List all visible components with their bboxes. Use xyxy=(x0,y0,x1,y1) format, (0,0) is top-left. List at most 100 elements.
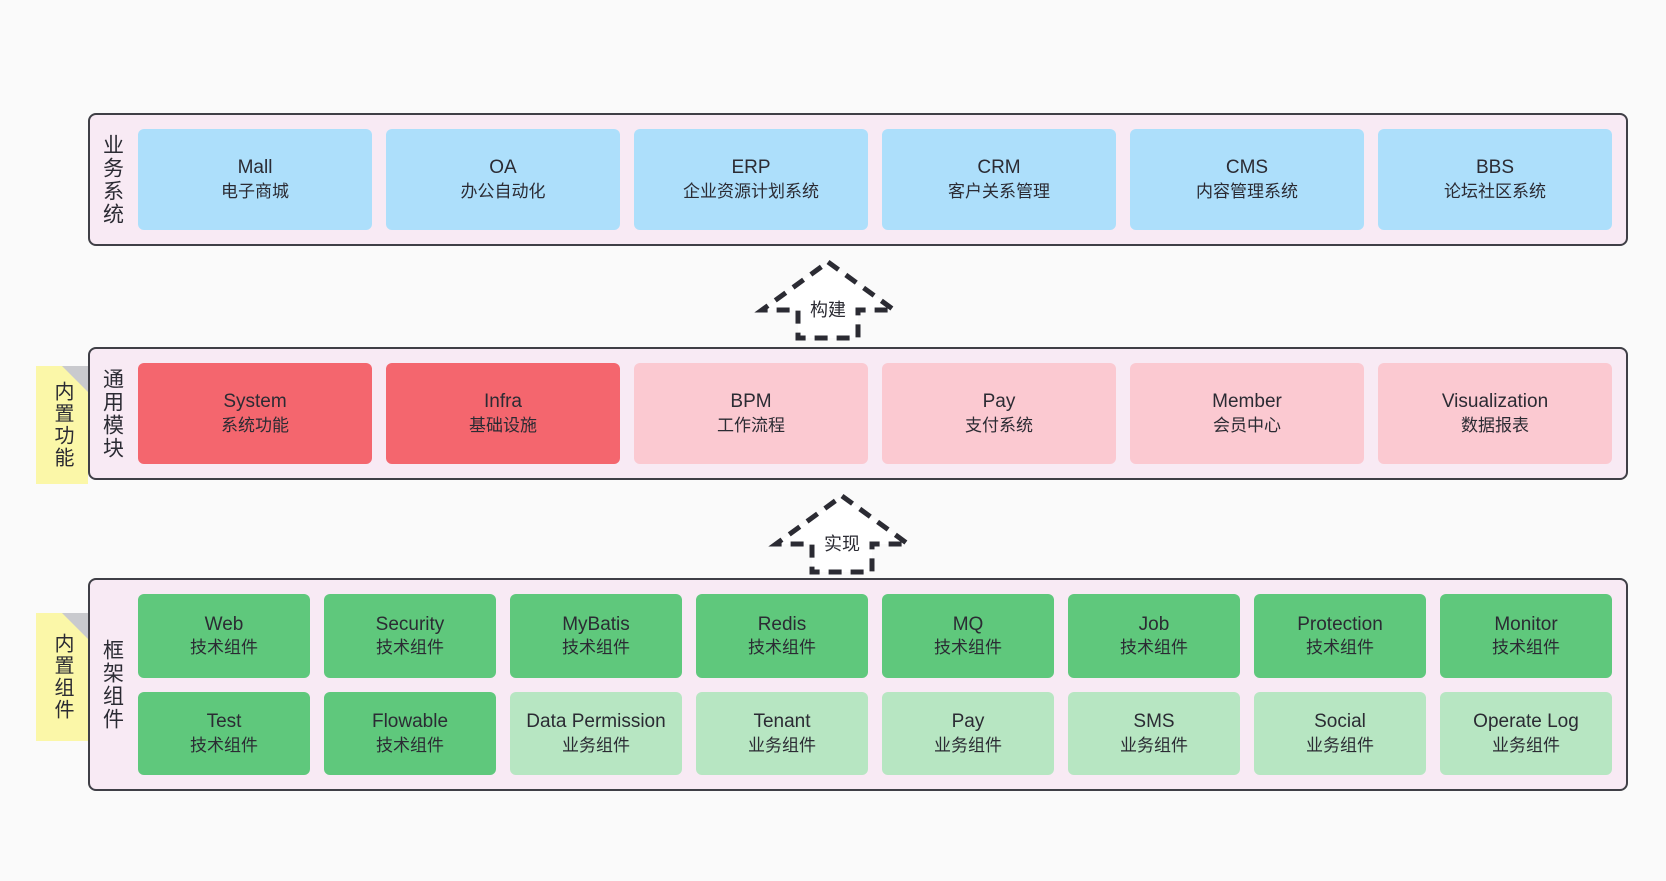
card-mybatis[interactable]: MyBatis 技术组件 xyxy=(510,594,682,678)
card-subtitle: 电子商城 xyxy=(221,181,289,201)
card-title: Monitor xyxy=(1494,613,1558,635)
card-subtitle: 技术组件 xyxy=(376,735,444,755)
card-title: CRM xyxy=(977,157,1021,179)
card-subtitle: 支付系统 xyxy=(965,415,1033,435)
card-visualization[interactable]: Visualization 数据报表 xyxy=(1378,363,1612,464)
layer-business-system[interactable]: 业务系统 Mall 电子商城 OA 办公自动化 ERP 企业资源计划系统 CRM… xyxy=(88,113,1628,246)
note-builtin-features: 内置功能 xyxy=(36,366,88,484)
card-subtitle: 业务组件 xyxy=(748,735,816,755)
card-pay[interactable]: Pay 支付系统 xyxy=(882,363,1116,464)
card-subtitle: 技术组件 xyxy=(934,638,1002,658)
card-title: MyBatis xyxy=(562,613,630,635)
note-fold-corner xyxy=(62,613,88,639)
layer-body-framework-component: Web 技术组件 Security 技术组件 MyBatis 技术组件 Redi… xyxy=(134,580,1626,789)
card-subtitle: 数据报表 xyxy=(1461,415,1529,435)
card-subtitle: 业务组件 xyxy=(934,735,1002,755)
card-subtitle: 业务组件 xyxy=(1120,735,1188,755)
arrow-build: 构建 xyxy=(754,258,902,342)
arrow-implement-label: 实现 xyxy=(824,534,860,554)
note-builtin-components: 内置组件 xyxy=(36,613,88,741)
card-subtitle: 技术组件 xyxy=(190,638,258,658)
card-title: Infra xyxy=(483,391,523,413)
card-mall[interactable]: Mall 电子商城 xyxy=(138,129,372,230)
card-member[interactable]: Member 会员中心 xyxy=(1130,363,1364,464)
card-subtitle: 技术组件 xyxy=(1120,638,1188,658)
layer-common-module[interactable]: 通用模块 System 系统功能 Infra 基础设施 BPM 工作流程 Pay… xyxy=(88,347,1628,480)
note-label: 内置功能 xyxy=(51,381,73,469)
card-subtitle: 论坛社区系统 xyxy=(1444,181,1546,201)
card-title: Social xyxy=(1314,711,1366,733)
layer-title-common-module: 通用模块 xyxy=(100,367,124,460)
card-bbs[interactable]: BBS 论坛社区系统 xyxy=(1378,129,1612,230)
layer-body-business-system: Mall 电子商城 OA 办公自动化 ERP 企业资源计划系统 CRM 客户关系… xyxy=(134,115,1626,244)
card-infra[interactable]: Infra 基础设施 xyxy=(386,363,620,464)
card-sms[interactable]: SMS 业务组件 xyxy=(1068,691,1240,775)
layer-body-common-module: System 系统功能 Infra 基础设施 BPM 工作流程 Pay 支付系统… xyxy=(134,349,1626,478)
card-system[interactable]: System 系统功能 xyxy=(138,363,372,464)
card-title: System xyxy=(223,391,287,413)
card-title: Pay xyxy=(982,391,1016,413)
card-data-permission[interactable]: Data Permission 业务组件 xyxy=(510,691,682,775)
card-erp[interactable]: ERP 企业资源计划系统 xyxy=(634,129,868,230)
card-subtitle: 业务组件 xyxy=(562,735,630,755)
card-subtitle: 系统功能 xyxy=(221,415,289,435)
arrow-build-label: 构建 xyxy=(810,300,846,320)
card-title: OA xyxy=(489,157,517,179)
card-title: CMS xyxy=(1225,157,1269,179)
card-operate-log[interactable]: Operate Log 业务组件 xyxy=(1440,691,1612,775)
card-subtitle: 技术组件 xyxy=(562,638,630,658)
card-title: BPM xyxy=(730,391,772,413)
card-title: SMS xyxy=(1133,711,1175,733)
card-subtitle: 工作流程 xyxy=(717,415,785,435)
card-oa[interactable]: OA 办公自动化 xyxy=(386,129,620,230)
card-title: Data Permission xyxy=(526,711,666,733)
card-title: Tenant xyxy=(753,711,811,733)
card-title: Test xyxy=(206,711,242,733)
card-subtitle: 办公自动化 xyxy=(460,181,546,201)
card-subtitle: 技术组件 xyxy=(748,638,816,658)
card-subtitle: 内容管理系统 xyxy=(1196,181,1298,201)
card-redis[interactable]: Redis 技术组件 xyxy=(696,594,868,678)
card-row: Web 技术组件 Security 技术组件 MyBatis 技术组件 Redi… xyxy=(138,594,1612,678)
card-flowable[interactable]: Flowable 技术组件 xyxy=(324,691,496,775)
card-mq[interactable]: MQ 技术组件 xyxy=(882,594,1054,678)
card-subtitle: 客户关系管理 xyxy=(948,181,1050,201)
card-row: System 系统功能 Infra 基础设施 BPM 工作流程 Pay 支付系统… xyxy=(138,363,1612,464)
card-test[interactable]: Test 技术组件 xyxy=(138,691,310,775)
card-subtitle: 会员中心 xyxy=(1213,415,1281,435)
card-title: BBS xyxy=(1475,157,1515,179)
card-subtitle: 基础设施 xyxy=(469,415,537,435)
card-tenant[interactable]: Tenant 业务组件 xyxy=(696,691,868,775)
card-title: Member xyxy=(1212,391,1282,413)
card-monitor[interactable]: Monitor 技术组件 xyxy=(1440,594,1612,678)
card-social[interactable]: Social 业务组件 xyxy=(1254,691,1426,775)
card-title: Mall xyxy=(237,157,273,179)
card-row: Test 技术组件 Flowable 技术组件 Data Permission … xyxy=(138,691,1612,775)
card-subtitle: 技术组件 xyxy=(1492,638,1560,658)
card-subtitle: 技术组件 xyxy=(376,638,444,658)
card-row: Mall 电子商城 OA 办公自动化 ERP 企业资源计划系统 CRM 客户关系… xyxy=(138,129,1612,230)
card-subtitle: 技术组件 xyxy=(190,735,258,755)
card-security[interactable]: Security 技术组件 xyxy=(324,594,496,678)
card-crm[interactable]: CRM 客户关系管理 xyxy=(882,129,1116,230)
card-title: Web xyxy=(204,613,244,635)
card-pay-business[interactable]: Pay 业务组件 xyxy=(882,691,1054,775)
card-title: Operate Log xyxy=(1473,711,1579,733)
card-title: Redis xyxy=(757,613,807,635)
layer-title-framework-component: 框架组件 xyxy=(100,638,124,731)
card-subtitle: 企业资源计划系统 xyxy=(683,181,819,201)
card-cms[interactable]: CMS 内容管理系统 xyxy=(1130,129,1364,230)
card-job[interactable]: Job 技术组件 xyxy=(1068,594,1240,678)
layer-framework-component[interactable]: 框架组件 Web 技术组件 Security 技术组件 MyBatis 技术组件… xyxy=(88,578,1628,791)
card-bpm[interactable]: BPM 工作流程 xyxy=(634,363,868,464)
note-label: 内置组件 xyxy=(51,633,73,721)
arrow-implement: 实现 xyxy=(768,492,916,576)
card-subtitle: 业务组件 xyxy=(1306,735,1374,755)
card-title: Pay xyxy=(951,711,985,733)
card-title: Security xyxy=(375,613,445,635)
card-title: Protection xyxy=(1297,613,1383,635)
card-web[interactable]: Web 技术组件 xyxy=(138,594,310,678)
card-protection[interactable]: Protection 技术组件 xyxy=(1254,594,1426,678)
card-title: Visualization xyxy=(1441,391,1549,413)
